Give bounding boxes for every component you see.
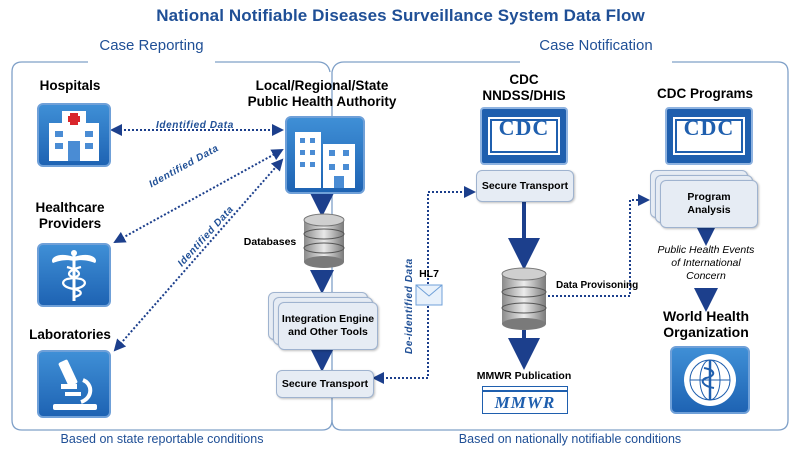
mmwr-logo: MMWR xyxy=(482,386,568,414)
integration-engine-card: Integration Engine and Other Tools xyxy=(278,302,378,350)
left-footer: Based on state reportable conditions xyxy=(60,432,264,446)
pha-label: Local/Regional/State Public Health Autho… xyxy=(247,78,397,109)
case-notification-bracket xyxy=(331,61,520,420)
who-label: World Health Organization xyxy=(662,308,750,340)
program-analysis-card: Program Analysis xyxy=(660,180,758,228)
diagram-title: National Notifiable Diseases Surveillanc… xyxy=(156,6,645,25)
providers-label: Healthcare Providers xyxy=(35,200,105,231)
microscope-icon xyxy=(37,350,111,418)
envelope-icon xyxy=(415,284,443,306)
laboratories-label: Laboratories xyxy=(29,327,111,342)
data-provisioning-label: Data Provisoning xyxy=(556,280,639,291)
databases-label: Databases xyxy=(243,236,297,248)
central-database-icon xyxy=(500,266,548,330)
cdc-logo-nndss: CDC xyxy=(480,107,568,165)
right-footer: Based on nationally notifiable condition… xyxy=(458,432,682,446)
cdc-nndss-label: CDC NNDSS/DHIS xyxy=(482,72,566,103)
case-reporting-heading: Case Reporting xyxy=(99,37,204,54)
case-notification-heading: Case Notification xyxy=(539,37,653,54)
caduceus-icon xyxy=(37,243,111,307)
hospitals-label: Hospitals xyxy=(39,78,101,93)
data-provisioning-link xyxy=(548,194,650,297)
case-reporting-bracket xyxy=(11,61,88,420)
secure-transport-left: Secure Transport xyxy=(276,370,374,398)
mmwr-publication-label: MMWR Publication xyxy=(476,370,572,382)
cdc-programs-label: CDC Programs xyxy=(656,86,754,101)
secure-transport-right: Secure Transport xyxy=(476,170,574,202)
building-icon xyxy=(285,116,365,194)
lab-pha-link xyxy=(113,158,284,352)
hl7-envelope: HL7 xyxy=(412,268,446,310)
hospital-icon xyxy=(37,103,111,167)
who-emblem-icon xyxy=(670,346,750,414)
cdc-logo-programs: CDC xyxy=(665,107,753,165)
phe-label: Public Health Events of International Co… xyxy=(657,244,755,282)
deidentified-label: De-identified Data xyxy=(404,258,415,354)
database-icon xyxy=(302,212,346,268)
hospital-identified-label: Identified Data xyxy=(156,120,234,131)
